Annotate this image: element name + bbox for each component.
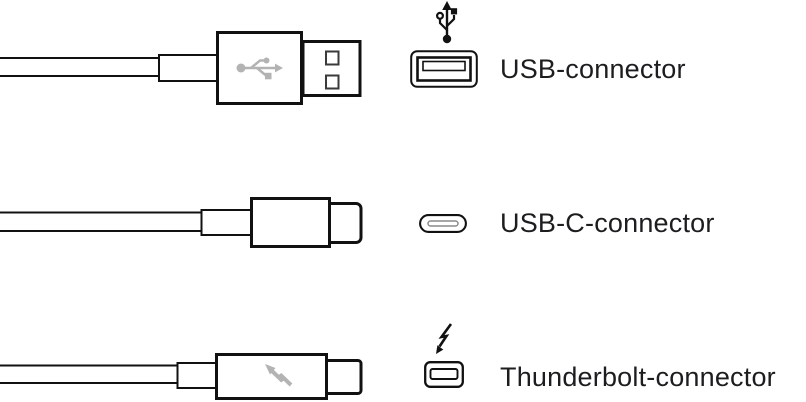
strain-relief [158,54,218,82]
plug-hole-bottom [325,74,340,90]
mini-displayport-icon [424,361,464,388]
usb-connector-label: USB-connector [500,54,686,84]
thunderbolt-bolt-icon [436,323,453,354]
usb-a-cable-illustration [0,31,362,105]
usb-c-cable-illustration [0,197,363,248]
cable-wire [0,211,205,232]
cable-wire [0,57,163,77]
lightning-bolt-gray-icon [265,364,293,387]
thunderbolt-cable-illustration [0,353,363,400]
thunderbolt-connector-label: Thunderbolt-connector [500,362,776,392]
usb-c-port-icon [419,214,467,233]
plug-hole-top [325,50,340,66]
usb-symbol-icon [435,1,458,44]
strain-relief [176,362,218,389]
usb-c-plug-body [250,197,331,248]
cable-wire [0,364,180,384]
thunderbolt-plug-body [215,353,328,400]
usb-a-port-icon [410,50,478,88]
usb-c-connector-label: USB-C-connector [500,208,715,238]
usb-trident-gray-icon [236,57,283,80]
strain-relief [200,209,253,236]
